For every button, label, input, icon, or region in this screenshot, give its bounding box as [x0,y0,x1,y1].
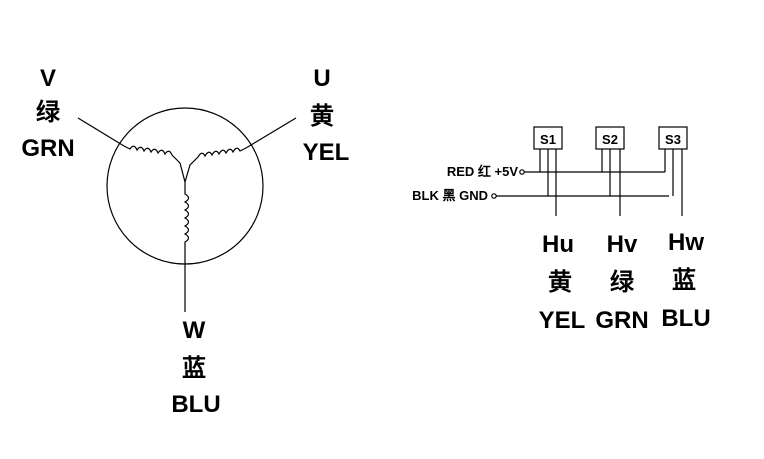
u-phase-coil [184,147,247,183]
v-phase-color-en: GRN [21,135,74,162]
w-phase-coil [183,182,190,250]
sensor-label-s2: S2 [602,132,618,147]
output-hv-color-en: GRN [595,307,648,334]
output-hw-color-cn: 蓝 [672,267,696,294]
output-hw-name: Hw [668,229,704,256]
u-phase-letter: U [313,65,330,92]
power-label: RED 红 +5V [447,164,518,179]
u-phase-lead [245,117,297,149]
hall-sensor-wiring: S1 S2 S3 RED 红 +5V BLK 黑 GND Hu 黄 YEL Hv… [412,126,711,334]
w-phase-color-cn: 蓝 [182,355,206,382]
output-hv-name: Hv [607,231,638,258]
w-phase-color-en: BLU [171,391,220,418]
ground-label: BLK 黑 GND [412,188,488,203]
v-phase-lead [77,117,125,147]
power-terminal [519,169,525,175]
output-hu-color-cn: 黄 [548,269,572,296]
v-phase-letter: V [40,65,56,92]
v-phase-coil [123,145,186,183]
output-hv-color-cn: 绿 [610,268,635,296]
output-hw-color-en: BLU [661,305,710,332]
output-hu-name: Hu [542,231,574,258]
u-phase-color-en: YEL [303,139,350,166]
sensor-label-s3: S3 [665,132,681,147]
v-phase-color-cn: 绿 [36,98,61,126]
sensor-label-s1: S1 [540,132,556,147]
w-phase-letter: W [183,317,206,344]
u-phase-color-cn: 黄 [310,103,334,130]
ground-terminal [491,193,497,199]
output-hu-color-en: YEL [539,307,586,334]
motor-winding: V 绿 GRN U 黄 YEL W 蓝 BLU [21,65,349,418]
